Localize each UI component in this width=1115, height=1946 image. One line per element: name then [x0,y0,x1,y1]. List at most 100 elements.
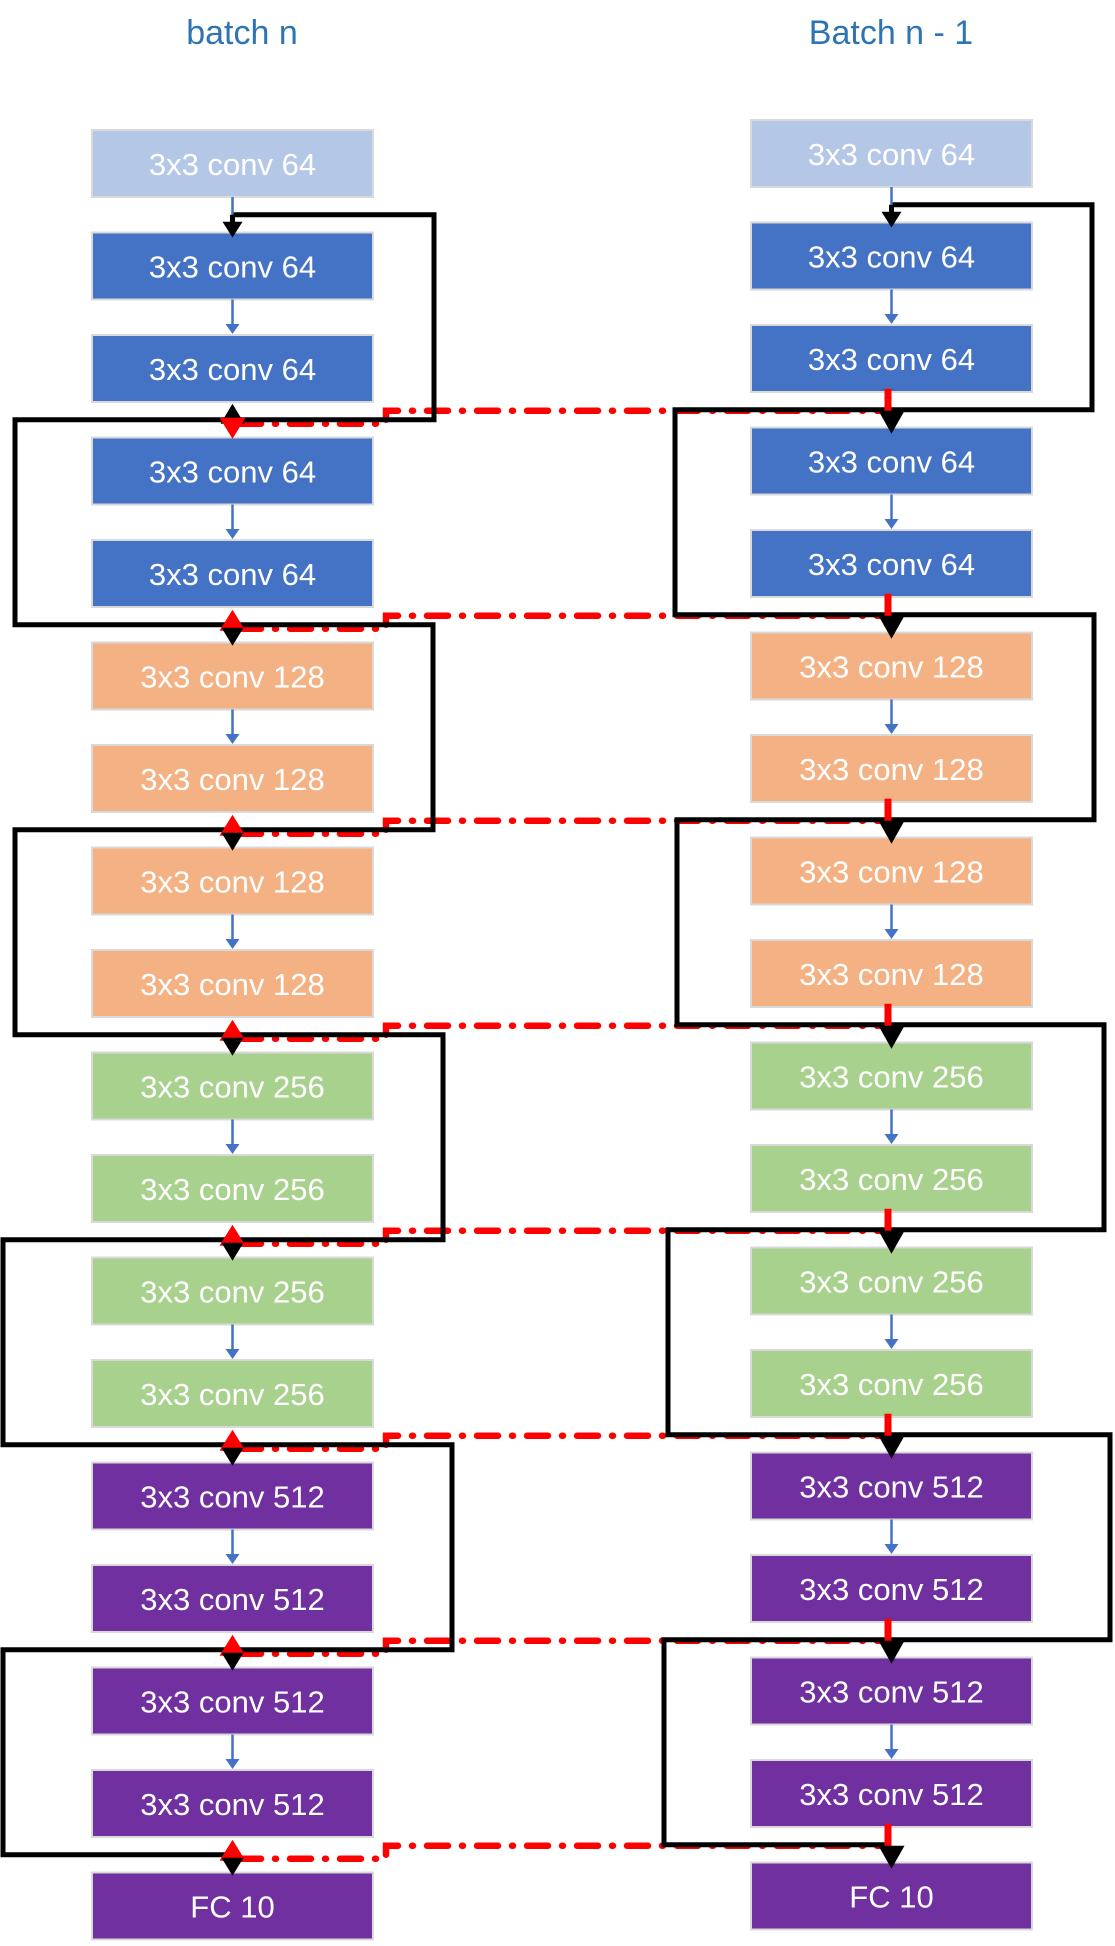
skip-arrow-head-icon [881,211,902,228]
conv-box [750,1246,1033,1316]
skip-arrow-head-icon [222,221,243,238]
flow-arrow-head-icon [225,1554,240,1564]
skip-connection-line [661,1637,892,1848]
conv-box [91,334,374,403]
layer-box-label: 3x3 conv 64 [149,352,316,387]
recall-arrow-up-icon [219,609,246,631]
skip-connection-line [232,1032,446,1243]
conv-box [750,734,1033,803]
merge-arrow-down-icon [221,627,244,646]
flow-arrow-head-icon [225,529,240,539]
recall-marker-bar [884,1003,892,1032]
flow-arrow-head-icon [884,929,899,939]
layer-box-label: 3x3 conv 128 [799,752,983,787]
conv-box [91,1564,374,1633]
layer-box-label: 3x3 conv 256 [799,1265,983,1300]
skip-connection-line [891,612,1097,823]
conv-box [91,539,374,608]
recall-arrow-up-icon [219,1839,246,1861]
conv-box [91,949,374,1018]
merge-arrow-down-icon [221,1037,244,1056]
layer-box-label: 3x3 conv 512 [799,1572,983,1607]
layer-box-label: 3x3 conv 64 [808,342,975,377]
merge-arrow-down-icon [221,832,244,851]
layer-box-label: 3x3 conv 256 [799,1367,983,1402]
recall-arrow-up-icon [219,1019,246,1041]
recall-arrow-up-icon [219,1634,246,1656]
layer-box-label: 3x3 conv 64 [149,250,316,285]
conv-box [750,221,1033,291]
merge-arrow-down-icon [221,1652,244,1671]
layer-box-label: 3x3 conv 512 [140,1685,324,1720]
cross-batch-recall-line [236,1842,888,1862]
flow-arrow-head-icon [225,1759,240,1769]
layer-box-label: 3x3 conv 512 [140,1582,324,1617]
layer-box-label: 3x3 conv 128 [799,957,983,992]
layer-box-label: 3x3 conv 512 [799,1675,983,1710]
merge-arrow-down-icon [878,615,905,639]
skip-connections-group [0,202,1113,1858]
layer-box-label: 3x3 conv 64 [808,137,975,172]
recall-marker-bar [884,1823,892,1852]
recall-marker-bar [884,1208,892,1237]
flow-arrow-head-icon [225,939,240,949]
conv-box [91,231,374,301]
merge-arrow-down-icon [878,1435,905,1459]
layer-box-label: 3x3 conv 512 [140,1787,324,1822]
conv-box [750,324,1033,393]
flow-arrow-head-icon [884,724,899,734]
recall-marker-bar [884,798,892,827]
layer-box-label: FC 10 [849,1880,933,1915]
conv-box [91,1051,374,1121]
merge-arrow-down-icon [221,1447,244,1466]
layer-box-label: 3x3 conv 128 [799,650,983,685]
conv-box [750,1554,1033,1623]
layer-box-label: 3x3 conv 256 [140,1377,324,1412]
layer-box-label: 3x3 conv 256 [799,1162,983,1197]
merge-arrow-down-icon [878,1845,905,1869]
skip-connection-line [0,1237,233,1448]
layer-box-label: 3x3 conv 512 [799,1470,983,1505]
layer-box-label: 3x3 conv 128 [140,660,324,695]
merge-arrow-down-icon [878,1230,905,1254]
conv-box [750,1451,1033,1521]
layer-box-label: 3x3 conv 128 [140,967,324,1002]
junction-arrows-group [219,204,905,1876]
skip-connection-line [891,1022,1107,1233]
conv-box [91,1359,374,1428]
layer-box-label: 3x3 conv 128 [799,855,983,890]
merge-arrow-down-icon [878,1640,905,1664]
conv-box [91,744,374,813]
layer-box-label: 3x3 conv 64 [808,547,975,582]
recall-arrow-up-icon [219,814,246,836]
layer-box-label: FC 10 [190,1890,274,1925]
flow-arrow-head-icon [884,314,899,324]
layer-box-label: 3x3 conv 64 [808,445,975,480]
flow-arrow-head-icon [225,324,240,334]
layer-box-label: 3x3 conv 512 [140,1480,324,1515]
conv-box [750,119,1033,188]
flow-arrow-head-icon [225,1349,240,1359]
merge-arrow-down-icon [878,410,905,434]
flow-arrow-head-icon [884,1134,899,1144]
recall-arrow-up-icon [219,1224,246,1246]
flow-arrow-head-icon [225,1144,240,1154]
layer-box-label: 3x3 conv 256 [140,1070,324,1105]
skip-connection-line [232,622,436,833]
layer-box-label: 3x3 conv 128 [140,762,324,797]
recall-arrow-down-icon [219,417,246,439]
column-title-batch-n-minus-1: Batch n - 1 [809,14,973,52]
fc-box [750,1861,1033,1931]
layer-box-label: 3x3 conv 256 [799,1060,983,1095]
recall-marker-bar [884,1618,892,1647]
layer-box-label: 3x3 conv 128 [140,865,324,900]
layer-box-label: 3x3 conv 256 [140,1275,324,1310]
layer-box-label: 3x3 conv 256 [140,1172,324,1207]
skip-connection-line [891,202,1095,413]
merge-arrow-down-icon [221,1242,244,1261]
conv-box [91,846,374,916]
conv-box [91,1154,374,1223]
recall-arrow-up-icon [219,1429,246,1451]
